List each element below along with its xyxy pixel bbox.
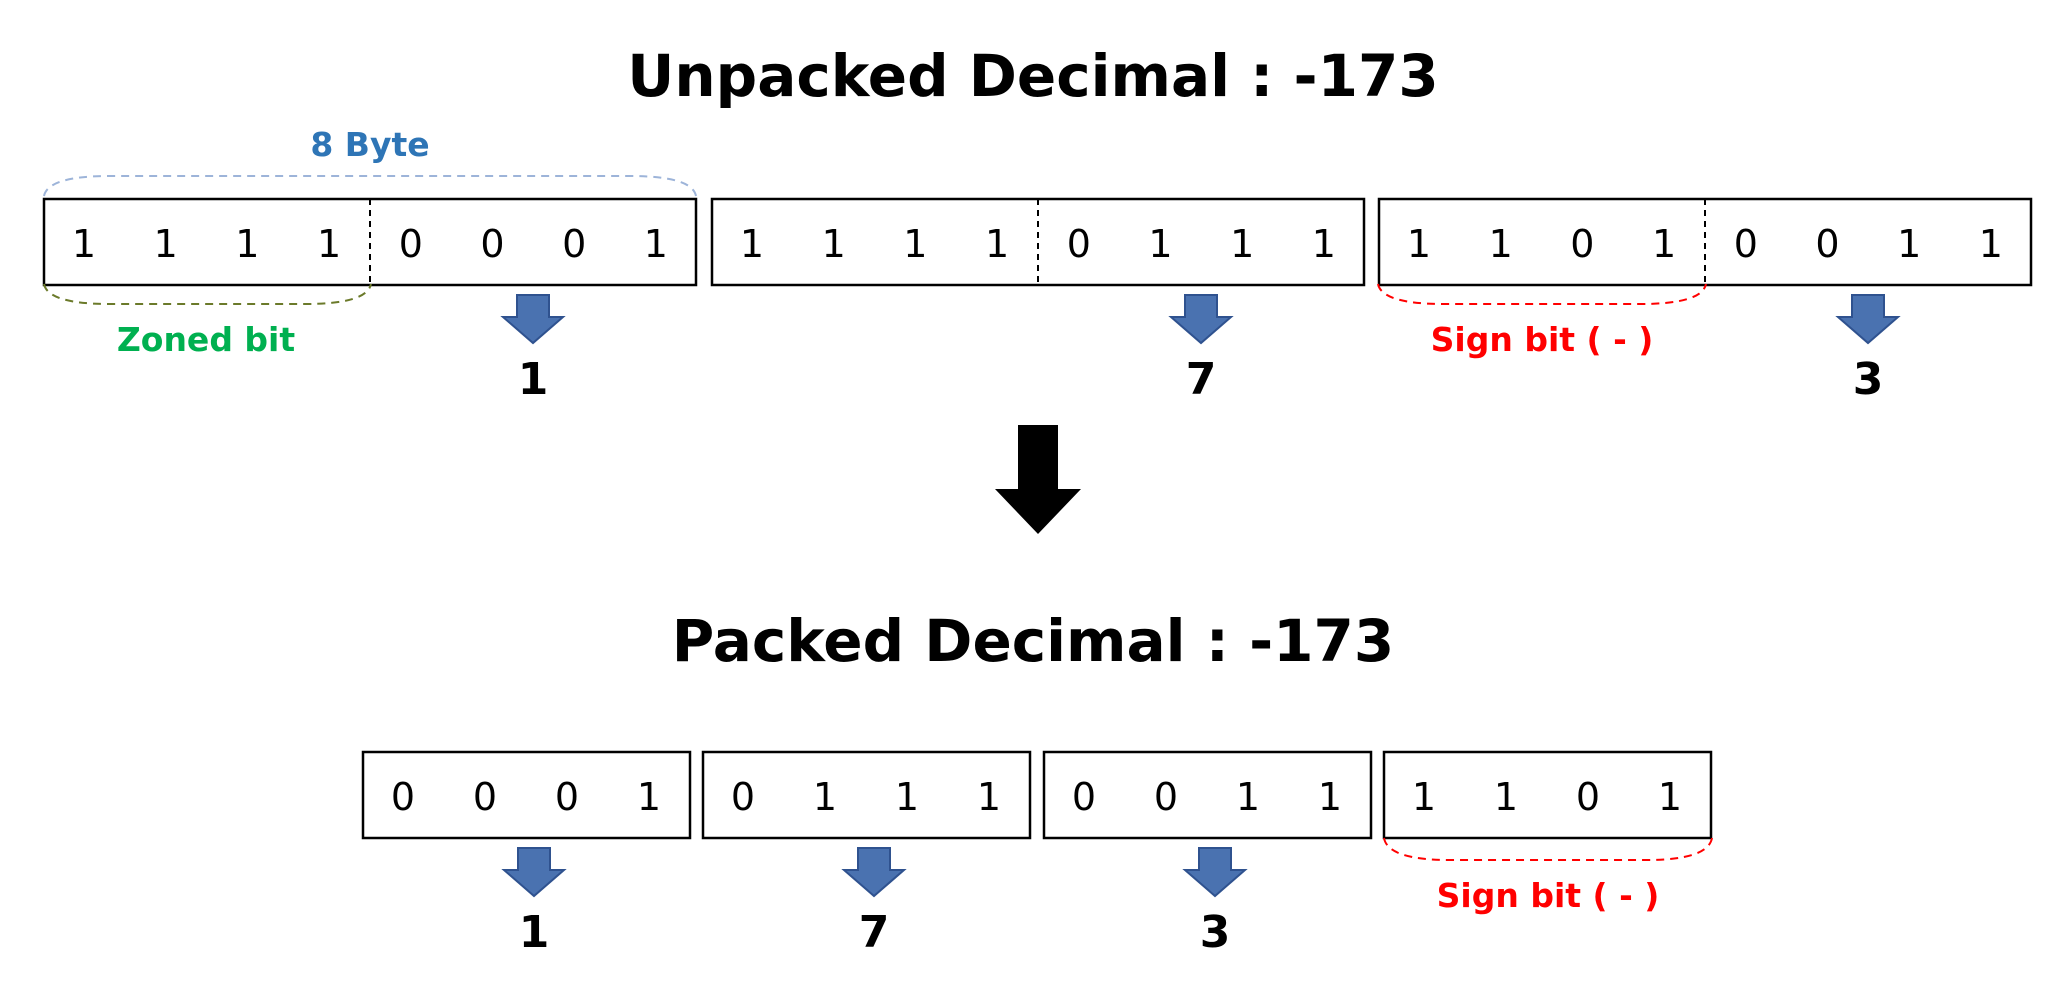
bit-value: 0 [1815, 222, 1839, 266]
bit-value: 1 [1407, 222, 1431, 266]
decoded-digit: 7 [859, 907, 890, 958]
unpacked-title: Unpacked Decimal : -173 [627, 42, 1438, 110]
unpacked-sign-bit-label: Sign bit ( - ) [1431, 320, 1654, 359]
byte-label: 8 Byte [310, 125, 429, 164]
bit-value: 0 [1576, 775, 1600, 819]
down-arrow-icon [500, 294, 566, 345]
bit-value: 0 [1154, 775, 1178, 819]
bit-value: 1 [644, 222, 668, 266]
bit-value: 1 [317, 222, 341, 266]
bit-value: 1 [977, 775, 1001, 819]
bit-value: 0 [731, 775, 755, 819]
bit-value: 0 [1734, 222, 1758, 266]
packed-title: Packed Decimal : -173 [672, 607, 1394, 675]
bit-value: 1 [72, 222, 96, 266]
bit-value: 1 [1494, 775, 1518, 819]
bit-value: 1 [1148, 222, 1172, 266]
decoded-digit: 7 [1186, 354, 1217, 405]
down-arrow-icon [841, 847, 907, 898]
bit-value: 1 [740, 222, 764, 266]
bit-value: 1 [895, 775, 919, 819]
decoded-digit: 1 [519, 907, 550, 958]
bit-value: 1 [235, 222, 259, 266]
bit-value: 1 [1236, 775, 1260, 819]
bit-value: 1 [1318, 775, 1342, 819]
packed-nibbles: 0 0 0 1 1 0 1 1 1 7 0 0 1 1 3 1 1 0 1 [361, 750, 1713, 958]
bit-value: 1 [637, 775, 661, 819]
nibble-box [701, 750, 1032, 840]
bit-value: 0 [480, 222, 504, 266]
down-arrow-icon [1835, 294, 1901, 345]
bit-value: 1 [154, 222, 178, 266]
bit-value: 1 [1652, 222, 1676, 266]
unpacked-sign-brace [1377, 283, 1707, 305]
unpacked-byte: 1 1 1 1 0 0 0 1 1 [42, 197, 698, 405]
conversion-arrow-icon [995, 425, 1081, 534]
bit-value: 1 [985, 222, 1009, 266]
unpacked-byte: 1 1 0 1 0 0 1 1 3 [1377, 197, 2033, 405]
bit-value: 1 [1658, 775, 1682, 819]
bit-value: 0 [1570, 222, 1594, 266]
bit-value: 1 [1412, 775, 1436, 819]
down-arrow-icon [1168, 294, 1234, 345]
bit-value: 1 [822, 222, 846, 266]
decoded-digit: 1 [518, 354, 549, 405]
bit-value: 1 [1897, 222, 1921, 266]
packed-nibble: 0 0 0 1 1 [361, 750, 692, 958]
bit-value: 0 [399, 222, 423, 266]
bit-value: 0 [391, 775, 415, 819]
packed-sign-brace [1383, 837, 1713, 861]
packed-sign-bit-label: Sign bit ( - ) [1437, 876, 1660, 915]
nibble-box [1382, 750, 1713, 840]
bit-value: 1 [1230, 222, 1254, 266]
bit-value: 0 [1067, 222, 1091, 266]
unpacked-bytes: 1 1 1 1 0 0 0 1 1 1 1 1 1 0 1 1 1 7 1 1 0 1 0 0 1 1 3 [42, 197, 2033, 405]
bit-value: 1 [1489, 222, 1513, 266]
packed-nibble: 1 1 0 1 [1382, 750, 1713, 840]
decoded-digit: 3 [1853, 354, 1884, 405]
zoned-bit-label: Zoned bit [117, 320, 296, 359]
zoned-brace [43, 283, 372, 305]
down-arrow-icon [501, 847, 567, 898]
packed-nibble: 0 1 1 1 7 [701, 750, 1032, 958]
unpacked-byte: 1 1 1 1 0 1 1 1 7 [710, 197, 1366, 405]
bit-value: 0 [473, 775, 497, 819]
bit-value: 1 [813, 775, 837, 819]
down-arrow-icon [1182, 847, 1248, 898]
bit-value: 0 [562, 222, 586, 266]
bit-value: 0 [555, 775, 579, 819]
byte-brace [43, 175, 697, 197]
nibble-box [1042, 750, 1373, 840]
bit-value: 1 [1979, 222, 2003, 266]
bit-value: 0 [1072, 775, 1096, 819]
nibble-box [361, 750, 692, 840]
bit-value: 1 [1312, 222, 1336, 266]
decoded-digit: 3 [1200, 907, 1231, 958]
bit-value: 1 [903, 222, 927, 266]
packed-nibble: 0 0 1 1 3 [1042, 750, 1373, 958]
